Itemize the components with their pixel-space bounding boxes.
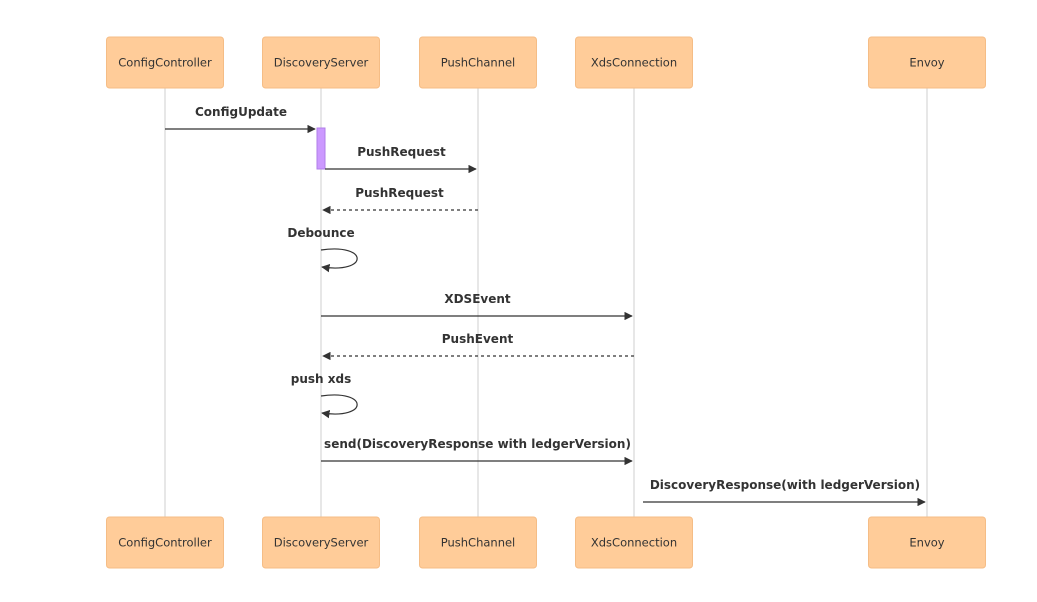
actor-label: Envoy (909, 56, 944, 70)
message-label: PushRequest (357, 145, 446, 159)
actor-label: ConfigController (118, 56, 212, 70)
actor-bottom-xc: XdsConnection (575, 516, 693, 569)
self-message-arrow (320, 248, 358, 273)
message: send(DiscoveryResponse with ledgerVersio… (321, 437, 633, 466)
actor-box (262, 516, 380, 569)
actor-box (868, 36, 986, 89)
actor-top-cc: ConfigController (106, 36, 224, 89)
actors-top: ConfigController DiscoveryServer PushChann… (106, 36, 986, 89)
actor-bottom-pc: PushChannel (419, 516, 537, 569)
message: ConfigUpdate (165, 105, 316, 134)
activations (316, 127, 326, 170)
actor-bottom-en: Envoy (868, 516, 986, 569)
actor-label: XdsConnection (591, 536, 677, 550)
actor-label: Envoy (909, 536, 944, 550)
message-label: PushRequest (355, 186, 444, 200)
actor-box (106, 516, 224, 569)
message: push xds (291, 372, 358, 419)
actor-top-ds: DiscoveryServer (262, 36, 380, 89)
lifelines (164, 88, 928, 517)
actor-bottom-ds: DiscoveryServer (262, 516, 380, 569)
message: PushRequest (322, 186, 478, 215)
message-label: push xds (291, 372, 351, 386)
actor-label: PushChannel (441, 56, 516, 70)
message-label: DiscoveryResponse(with ledgerVersion) (650, 478, 920, 492)
actor-top-pc: PushChannel (419, 36, 537, 89)
actor-box (419, 516, 537, 569)
message-label: send(DiscoveryResponse with ledgerVersio… (324, 437, 631, 451)
actor-box (262, 36, 380, 89)
actor-box (575, 36, 693, 89)
message: Debounce (287, 226, 358, 273)
message-label: ConfigUpdate (195, 105, 287, 119)
messages: ConfigUpdatePushRequestPushRequestDeboun… (165, 105, 926, 507)
activation-bar (316, 127, 326, 170)
actor-box (868, 516, 986, 569)
actors-bottom: ConfigController DiscoveryServer PushChann… (106, 516, 986, 569)
message-label: Debounce (287, 226, 354, 240)
actor-label: DiscoveryServer (274, 56, 369, 70)
message-label: XDSEvent (444, 292, 511, 306)
actor-box (106, 36, 224, 89)
self-message-arrow (320, 394, 358, 419)
actor-box (419, 36, 537, 89)
actor-label: XdsConnection (591, 56, 677, 70)
actor-label: DiscoveryServer (274, 536, 369, 550)
message: PushRequest (325, 145, 477, 174)
message: XDSEvent (321, 292, 633, 321)
actor-top-en: Envoy (868, 36, 986, 89)
actor-label: PushChannel (441, 536, 516, 550)
actor-bottom-cc: ConfigController (106, 516, 224, 569)
message: PushEvent (322, 332, 634, 361)
message: DiscoveryResponse(with ledgerVersion) (643, 478, 926, 507)
actor-label: ConfigController (118, 536, 212, 550)
actor-top-xc: XdsConnection (575, 36, 693, 89)
message-label: PushEvent (442, 332, 514, 346)
actor-box (575, 516, 693, 569)
